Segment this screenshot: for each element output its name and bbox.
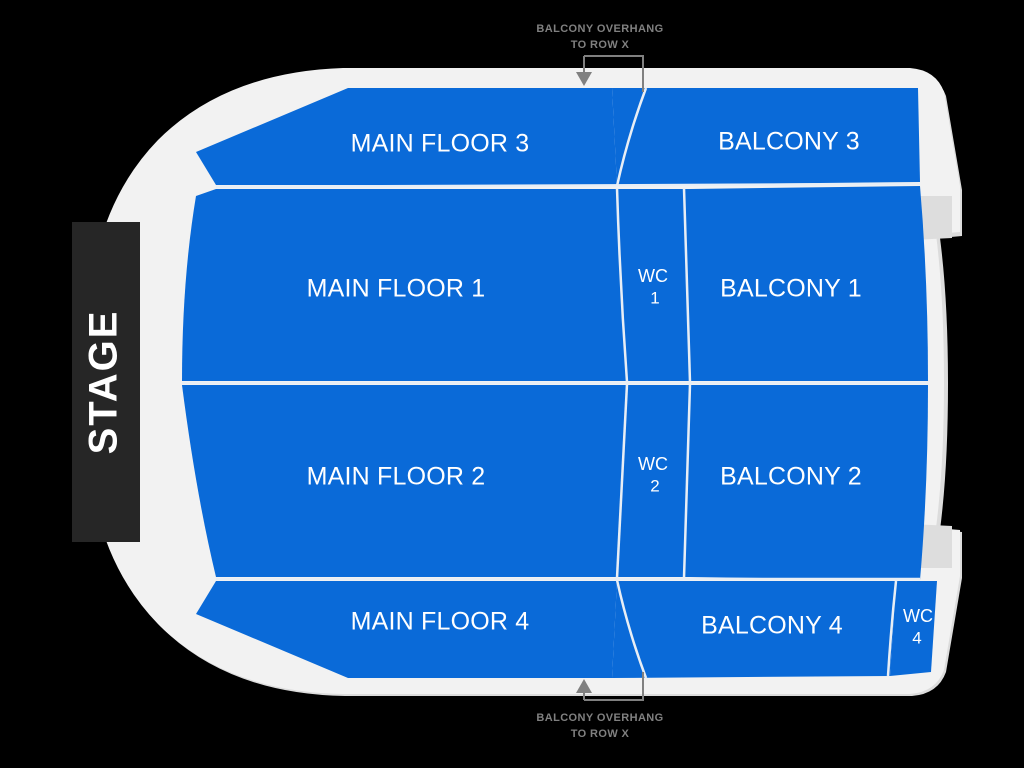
overhang-bottom-arrow-icon (576, 679, 592, 693)
section-main-floor-4[interactable] (196, 581, 617, 678)
divider-curve-mf1-wc1 (615, 187, 629, 383)
divider-curve-wc1-b1 (682, 187, 692, 383)
balcony-overhang-bottom-group: BALCONY OVERHANG TO ROW X (536, 672, 663, 740)
wc-label-4: WC (903, 606, 933, 626)
section-main-floor-2[interactable] (182, 385, 627, 577)
divider-curve-wc2-b2 (682, 383, 692, 579)
overhang-top-line1: BALCONY OVERHANG (536, 23, 663, 35)
section-wc-4[interactable] (890, 581, 937, 676)
section-main-floor-3[interactable] (196, 88, 617, 185)
wc-number-2: 2 (650, 476, 659, 495)
wc-number-4: 4 (912, 628, 921, 647)
overhang-top-arrow-icon (576, 72, 592, 86)
section-wc-1[interactable] (617, 189, 690, 381)
sections-group (182, 88, 937, 678)
section-dividers-group (182, 87, 928, 679)
section-label-balcony-4: BALCONY 4 (701, 612, 843, 640)
section-label-main-floor-4: MAIN FLOOR 4 (351, 608, 530, 636)
divider-curve-b4-wc4 (886, 580, 898, 677)
wheelchair-labels-group: WC 1 WC 2 WC 4 (638, 266, 933, 648)
section-labels-group: MAIN FLOOR 3 MAIN FLOOR 1 MAIN FLOOR 2 M… (307, 128, 862, 640)
section-label-main-floor-3: MAIN FLOOR 3 (351, 130, 530, 158)
section-balcony-4[interactable] (612, 581, 896, 678)
divider-mf3-bottom (215, 182, 921, 189)
section-label-balcony-3: BALCONY 3 (718, 128, 860, 156)
overhang-bottom-line1: BALCONY OVERHANG (536, 712, 663, 724)
section-main-floor-1[interactable] (182, 189, 627, 381)
overhang-top-line2: TO ROW X (571, 39, 630, 51)
divider-curve-mf2-wc2 (615, 383, 629, 579)
wc-number-1: 1 (650, 288, 659, 307)
section-label-main-floor-2: MAIN FLOOR 2 (307, 463, 486, 491)
balcony-overhang-top-group: BALCONY OVERHANG TO ROW X (536, 23, 663, 92)
overhang-top-bracket (583, 55, 644, 92)
wc-label-1: WC (638, 266, 668, 286)
section-balcony-2[interactable] (690, 385, 928, 580)
overhang-bottom-line2: TO ROW X (571, 728, 630, 740)
section-balcony-3[interactable] (612, 88, 920, 185)
section-label-balcony-2: BALCONY 2 (720, 463, 862, 491)
wc-label-2: WC (638, 454, 668, 474)
section-wc-2[interactable] (617, 385, 690, 577)
stage-block-group[interactable]: STAGE (72, 222, 140, 542)
section-label-main-floor-1: MAIN FLOOR 1 (307, 275, 486, 303)
divider-curve-mf4-b4 (615, 579, 648, 679)
stage-block[interactable] (72, 222, 140, 542)
section-label-balcony-1: BALCONY 1 (720, 275, 862, 303)
section-balcony-1[interactable] (690, 186, 928, 381)
divider-curve-mf3-b3 (615, 87, 648, 187)
stage-label: STAGE (82, 310, 126, 455)
overhang-bottom-bracket (583, 672, 644, 701)
